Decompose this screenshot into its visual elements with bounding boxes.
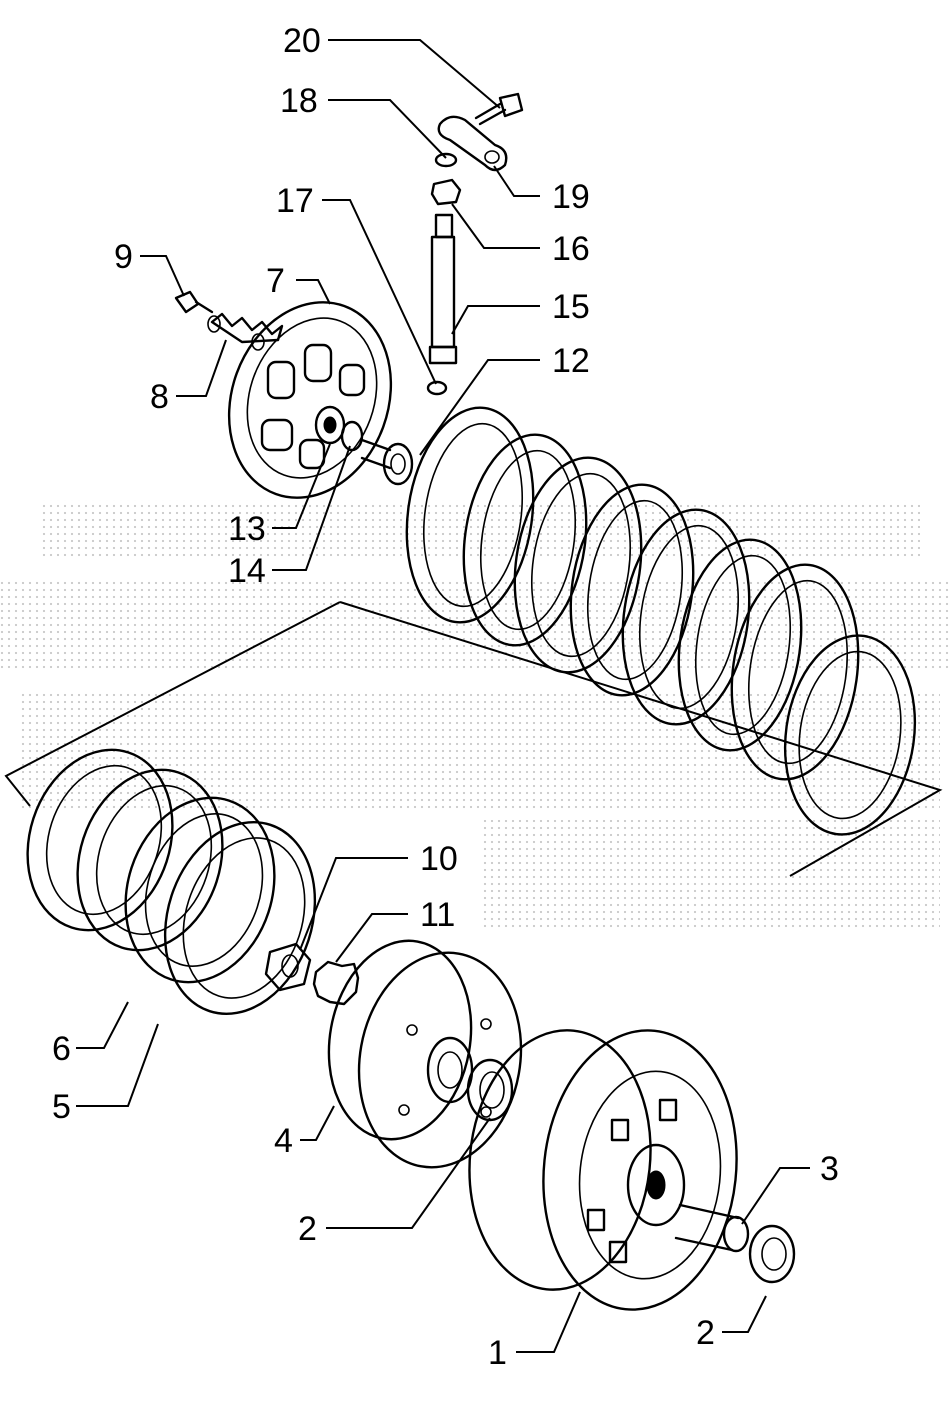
callout-labels: 20 18 19 17 16 9 7 15 12 8 13 14 10 11 6… [52,22,839,1372]
washer-part-2-lower [748,1224,796,1284]
plates-part-6 [26,748,224,952]
clutch-basket-part-1 [468,1029,738,1311]
callout-17: 17 [276,182,314,220]
callout-18: 18 [280,82,318,120]
callout-20: 20 [283,22,321,60]
spring-part-8 [207,312,284,351]
callout-13: 13 [228,510,266,548]
washer-part-17 [426,380,448,396]
callout-12: 12 [552,342,590,380]
bolt-part-20 [474,92,524,126]
callout-15: 15 [552,288,590,326]
callout-1: 1 [488,1334,507,1372]
watermark-pattern [0,500,951,930]
pushrod-part-15 [428,213,458,365]
leader-lines [76,39,810,1353]
plate-pack-part-12 [405,406,917,836]
callout-14: 14 [228,552,266,590]
callout-3: 3 [820,1150,839,1188]
callout-2-upper: 2 [298,1210,317,1248]
callout-10: 10 [420,840,458,878]
callout-9: 9 [114,238,133,276]
pressure-plate-part-7 [227,301,393,499]
callout-5: 5 [52,1088,71,1126]
lockwasher-part-11 [312,960,360,1006]
washer-part-14 [340,420,364,452]
callout-16: 16 [552,230,590,268]
callout-6: 6 [52,1030,71,1068]
callout-8: 8 [150,378,169,416]
plate-pack-bracket [4,601,943,877]
washer-part-18 [434,152,458,168]
callout-2-lower: 2 [696,1314,715,1352]
plates-part-5 [124,796,317,1016]
bearing-part-13 [314,405,346,445]
thrust-piece [360,438,414,486]
callout-19: 19 [552,178,590,216]
screw-part-9 [174,290,214,314]
bushing-part-3 [674,1203,750,1253]
callout-4: 4 [274,1122,293,1160]
nut-part-16 [430,178,462,206]
callout-11: 11 [420,896,455,934]
inner-hub-part-4 [327,939,523,1169]
washer-part-2-upper [466,1058,514,1122]
callout-7: 7 [266,262,285,300]
nut-part-10 [264,942,312,992]
lever-part-19 [437,115,508,172]
